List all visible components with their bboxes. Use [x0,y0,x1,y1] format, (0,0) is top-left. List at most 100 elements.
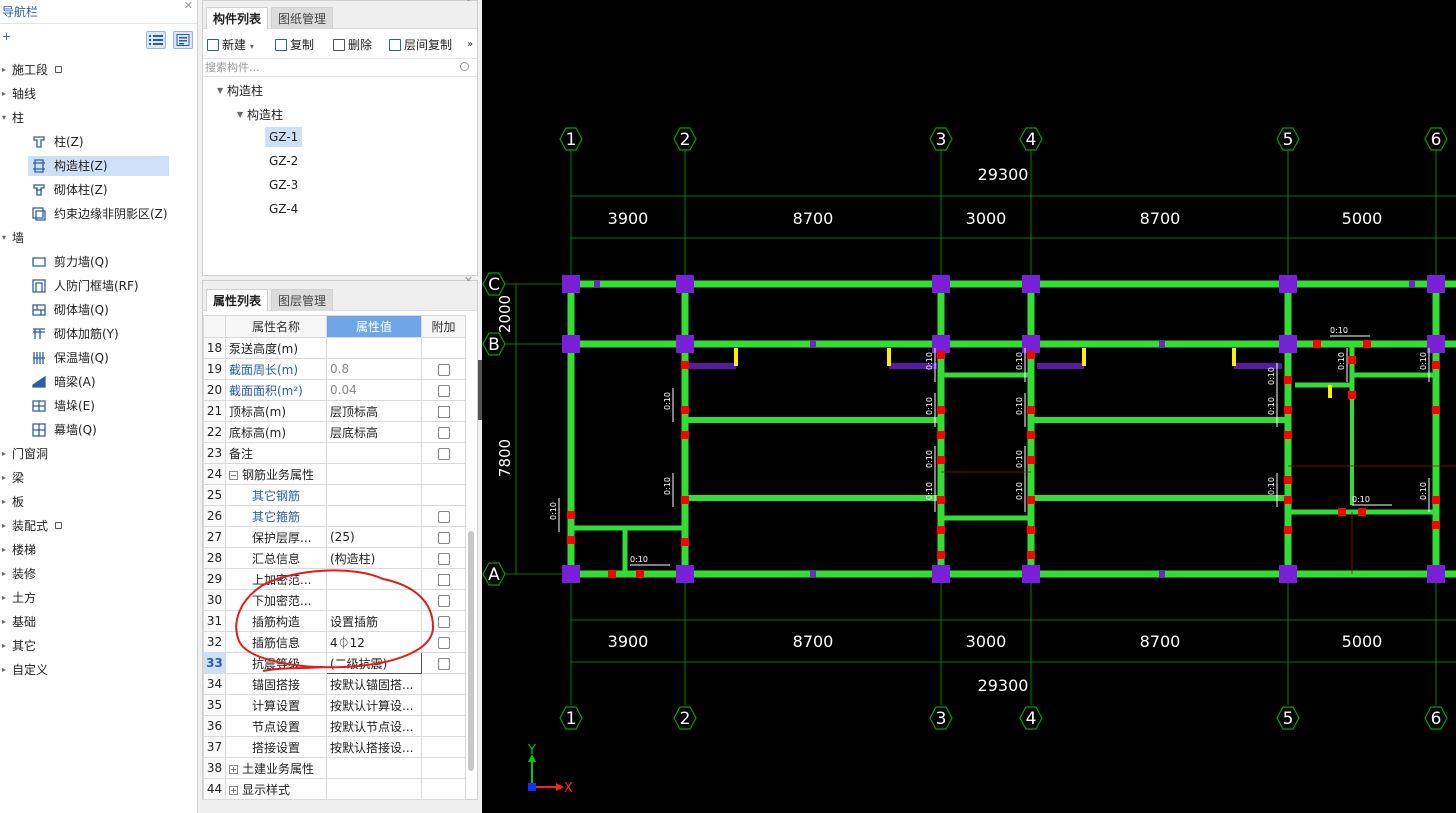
new-button[interactable]: 新建 ▾ [207,36,254,54]
tab-component-list[interactable]: 构件列表 [206,7,269,29]
nav-item-10[interactable]: 砌体墙(Q) [0,298,197,322]
nav-item-19[interactable]: ▸装配式 [0,514,197,538]
chevron-down-icon[interactable]: ▾ [249,42,254,51]
search-icon[interactable] [460,62,469,71]
property-value[interactable]: 按默认搭接设... [326,736,422,758]
nav-item-18[interactable]: ▸板 [0,490,197,514]
copy-button[interactable]: 复制 [275,36,314,54]
chevron-down-icon[interactable]: ▾ [2,233,7,242]
property-value[interactable]: 0.8 [326,358,422,380]
chevron-right-icon[interactable]: ▸ [2,617,7,626]
property-value[interactable]: (25) [326,526,422,548]
property-value[interactable]: 层顶标高 [326,400,422,422]
nav-item-6[interactable]: 约束边缘非阴影区(Z) [0,202,197,226]
component-item-gz2[interactable]: GZ-2 [269,154,299,168]
nav-item-11[interactable]: 砌体加筋(Y) [0,322,197,346]
property-value[interactable]: 按默认锚固搭... [326,673,422,695]
tree-group[interactable]: ▼ 构造柱 [203,103,477,127]
component-item-gz1[interactable]: GZ-1 [265,127,303,147]
checkbox[interactable] [437,615,450,628]
property-value[interactable] [326,463,422,485]
checkbox[interactable] [437,510,450,523]
chevron-right-icon[interactable]: ▸ [2,497,7,506]
chevron-right-icon[interactable]: ▸ [2,473,7,482]
panel-splitter[interactable] [478,360,482,420]
component-item-gz4[interactable]: GZ-4 [269,202,299,216]
checkbox[interactable] [437,531,450,544]
nav-item-7[interactable]: ▾墙 [0,226,197,250]
add-icon[interactable]: + [2,30,12,43]
chevron-down-icon[interactable]: ▾ [2,113,7,122]
checkbox[interactable] [437,384,450,397]
property-value[interactable] [326,337,422,359]
property-value[interactable]: (构造柱) [326,547,422,569]
property-value[interactable]: 按默认计算设... [326,694,422,716]
nav-item-25[interactable]: ▸自定义 [0,658,197,682]
chevron-right-icon[interactable]: ▸ [2,521,7,530]
checkbox[interactable] [437,363,450,376]
chevron-right-icon[interactable]: ▸ [2,593,7,602]
nav-item-16[interactable]: ▸门窗洞 [0,442,197,466]
checkbox[interactable] [437,636,450,649]
nav-item-4[interactable]: 构造柱(Z) [0,154,197,178]
nav-item-20[interactable]: ▸楼梯 [0,538,197,562]
property-row[interactable]: 44+显示样式 [203,778,466,800]
chevron-right-icon[interactable]: ▸ [2,89,7,98]
nav-item-5[interactable]: 砌体柱(Z) [0,178,197,202]
tab-layer-management[interactable]: 图层管理 [271,289,334,311]
detail-view-button[interactable] [173,31,193,49]
checkbox[interactable] [437,573,450,586]
nav-item-15[interactable]: 幕墙(Q) [0,418,197,442]
list-view-button[interactable] [146,31,166,49]
nav-item-12[interactable]: 保温墙(Q) [0,346,197,370]
property-value[interactable]: 按默认节点设... [326,715,422,737]
nav-item-22[interactable]: ▸土方 [0,586,197,610]
nav-item-17[interactable]: ▸梁 [0,466,197,490]
property-row[interactable]: 24−钢筋业务属性 [203,463,466,485]
chevron-right-icon[interactable]: ▸ [2,641,7,650]
nav-item-3[interactable]: 柱(Z) [0,130,197,154]
nav-item-9[interactable]: 人防门框墙(RF) [0,274,197,298]
tree-root[interactable]: ▼ 构造柱 [203,79,477,103]
tab-property-list[interactable]: 属性列表 [206,289,269,311]
nav-item-8[interactable]: 剪力墙(Q) [0,250,197,274]
property-value[interactable]: 层底标高 [326,421,422,443]
nav-item-14[interactable]: 墙垛(E) [0,394,197,418]
floor-copy-button[interactable]: 层间复制 [389,36,452,54]
checkbox[interactable] [437,552,450,565]
component-search-input[interactable]: 搜索构件... [203,59,477,77]
nav-item-0[interactable]: ▸施工段 [0,58,197,82]
component-item-gz3[interactable]: GZ-3 [269,178,299,192]
property-scrollbar[interactable] [468,531,474,771]
chevron-right-icon[interactable]: ▸ [2,449,7,458]
checkbox[interactable] [437,594,450,607]
expand-icon[interactable]: ▼ [237,110,244,119]
chevron-right-icon[interactable]: ▸ [2,65,7,74]
chevron-right-icon[interactable]: ▸ [2,569,7,578]
property-value[interactable] [326,778,422,800]
nav-item-23[interactable]: ▸基础 [0,610,197,634]
expand-icon[interactable]: ▼ [217,86,224,95]
chevron-right-icon[interactable]: ▸ [2,665,7,674]
expand-icon[interactable]: + [229,785,238,795]
more-icon[interactable]: » [467,39,474,50]
property-value[interactable] [326,442,422,464]
property-value[interactable] [326,505,422,527]
tab-drawing-management[interactable]: 图纸管理 [271,7,334,29]
